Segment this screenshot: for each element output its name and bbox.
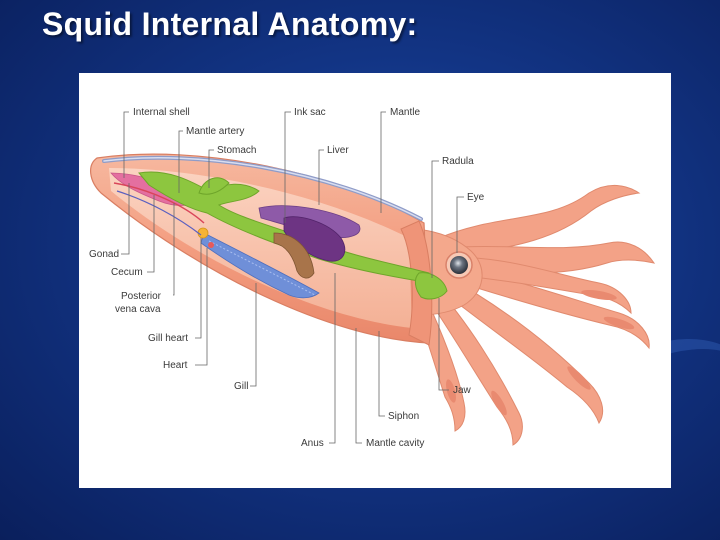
label-heart: Heart [163, 360, 188, 371]
digestive-system [138, 171, 448, 300]
label-ink-sac: Ink sac [294, 107, 326, 118]
mantle-artery [113, 182, 205, 224]
gill-heart-icon [197, 227, 209, 239]
label-internal-shell: Internal shell [133, 107, 190, 118]
label-cecum: Cecum [111, 267, 143, 278]
label-gill: Gill [234, 381, 248, 392]
label-gonad: Gonad [89, 249, 119, 260]
internal-shell-highlight [103, 157, 422, 220]
cecum [273, 232, 315, 279]
leader-lines [121, 111, 464, 444]
label-gill-heart: Gill heart [148, 333, 188, 344]
label-anus: Anus [301, 438, 324, 449]
label-siphon: Siphon [388, 411, 419, 422]
label-mantle: Mantle [390, 107, 420, 118]
label-mantle-artery: Mantle artery [186, 126, 244, 137]
label-eye: Eye [467, 192, 485, 203]
anatomy-figure: Internal shell Mantle artery Stomach Ink… [79, 73, 671, 488]
posterior-vena-cava [116, 190, 202, 236]
mantle-cavity [109, 168, 412, 328]
heart-icon [208, 242, 214, 248]
label-posterior: Posterior [121, 291, 162, 302]
eye-pupil-icon [450, 256, 468, 274]
label-liver: Liver [327, 145, 349, 156]
label-vena-cava: vena cava [115, 304, 161, 315]
slide-title: Squid Internal Anatomy: [42, 6, 418, 42]
gill [200, 232, 320, 299]
label-jaw: Jaw [453, 385, 472, 396]
label-stomach: Stomach [217, 145, 256, 156]
tentacles [408, 185, 656, 446]
label-radula: Radula [442, 156, 474, 167]
arm-suckers [446, 289, 635, 416]
label-mantle-cavity: Mantle cavity [366, 438, 424, 449]
squid-illustration: Internal shell Mantle artery Stomach Ink… [89, 107, 656, 449]
